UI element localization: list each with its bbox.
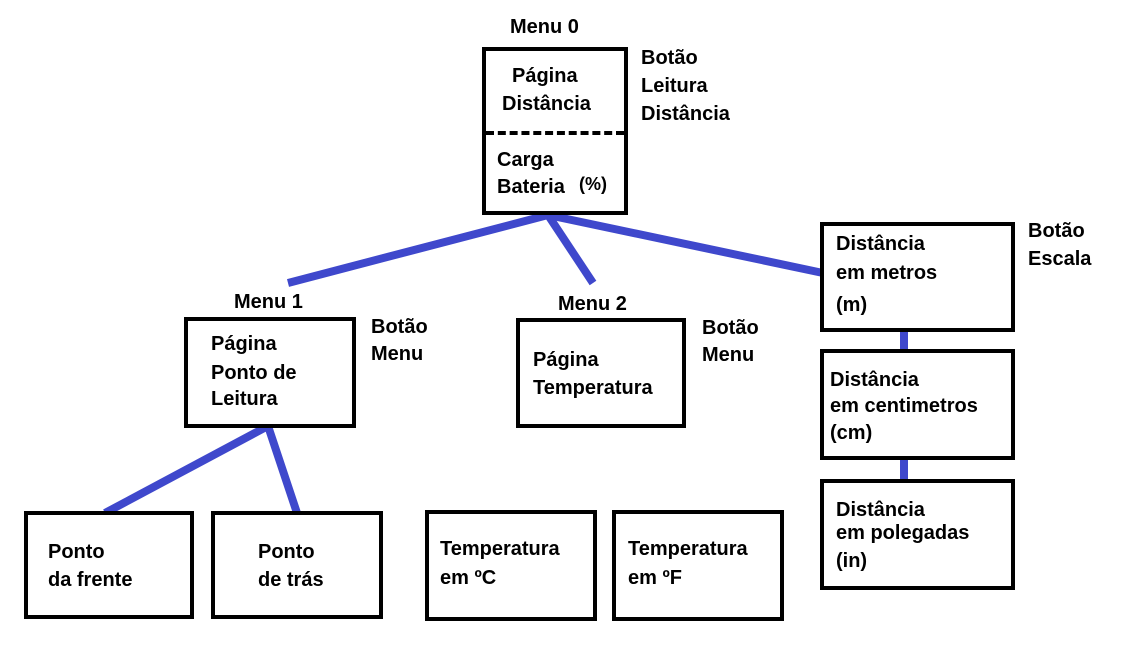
connector-menu0-menu1: [286, 211, 550, 287]
scale-m-line2: em metros: [836, 262, 938, 284]
menu0-title: Menu 0: [510, 16, 579, 38]
menu0-battery-line1: Carga: [497, 149, 554, 171]
back-line2: de trás: [258, 569, 324, 591]
menu0-page-line2: Distância: [502, 93, 591, 115]
menu0-button-line2: Leitura: [641, 75, 708, 97]
scale-button-line1: Botão: [1028, 220, 1085, 242]
menu0-battery-unit: (%): [579, 174, 607, 194]
menu1-front-box: [24, 511, 194, 619]
menu2-title: Menu 2: [558, 293, 627, 315]
menu1-back-box: [211, 511, 383, 619]
connector-menu0-menu2: [544, 212, 597, 286]
menu1-box: [184, 317, 356, 428]
menu0-page-line1: Página: [512, 65, 578, 87]
menu2-page-line2: Temperatura: [533, 377, 653, 399]
connector-menu0-scale-m: [547, 211, 824, 277]
menu1-button-line2: Menu: [371, 343, 424, 365]
scale-cm-line1: Distância: [830, 369, 919, 391]
front-line2: da frente: [48, 569, 133, 591]
scale-in-line2: em polegadas: [836, 522, 970, 544]
menu1-page-line3: Leitura: [211, 388, 278, 410]
menu2-button-line2: Menu: [702, 344, 755, 366]
temp-f-box: [612, 510, 784, 621]
scale-m-line3: (m): [836, 294, 868, 316]
scale-cm-box: [820, 349, 1015, 460]
connector-menu1-back: [264, 424, 301, 515]
front-line1: Ponto: [48, 541, 105, 563]
menu0-button-line1: Botão: [641, 47, 698, 69]
temp-c-box: [425, 510, 597, 621]
menu2-box: [516, 318, 686, 428]
menu1-page-line2: Ponto de: [211, 362, 297, 384]
scale-cm-line3: (cm): [830, 422, 873, 444]
menu0-button-line3: Distância: [641, 103, 730, 125]
menu0-divider: [486, 131, 624, 135]
menu1-page-line1: Página: [211, 333, 277, 355]
scale-in-box: [820, 479, 1015, 590]
menu2-page-line1: Página: [533, 349, 599, 371]
menu2-button-line1: Botão: [702, 317, 759, 339]
temp-f-line1: Temperatura: [628, 538, 748, 560]
menu0-battery-line2: Bateria: [497, 176, 565, 198]
scale-in-line3: (in): [836, 550, 868, 572]
scale-m-line1: Distância: [836, 233, 925, 255]
scale-m-box: [820, 222, 1015, 332]
temp-c-line1: Temperatura: [440, 538, 560, 560]
temp-f-line2: em ºF: [628, 567, 682, 589]
scale-cm-line2: em centimetros: [830, 395, 978, 417]
menu1-button-line1: Botão: [371, 316, 428, 338]
temp-c-line2: em ºC: [440, 567, 497, 589]
back-line1: Ponto: [258, 541, 315, 563]
scale-button-line2: Escala: [1028, 248, 1092, 270]
connector-menu1-front: [103, 422, 270, 517]
scale-in-line1: Distância: [836, 499, 925, 521]
menu1-title: Menu 1: [234, 291, 303, 313]
